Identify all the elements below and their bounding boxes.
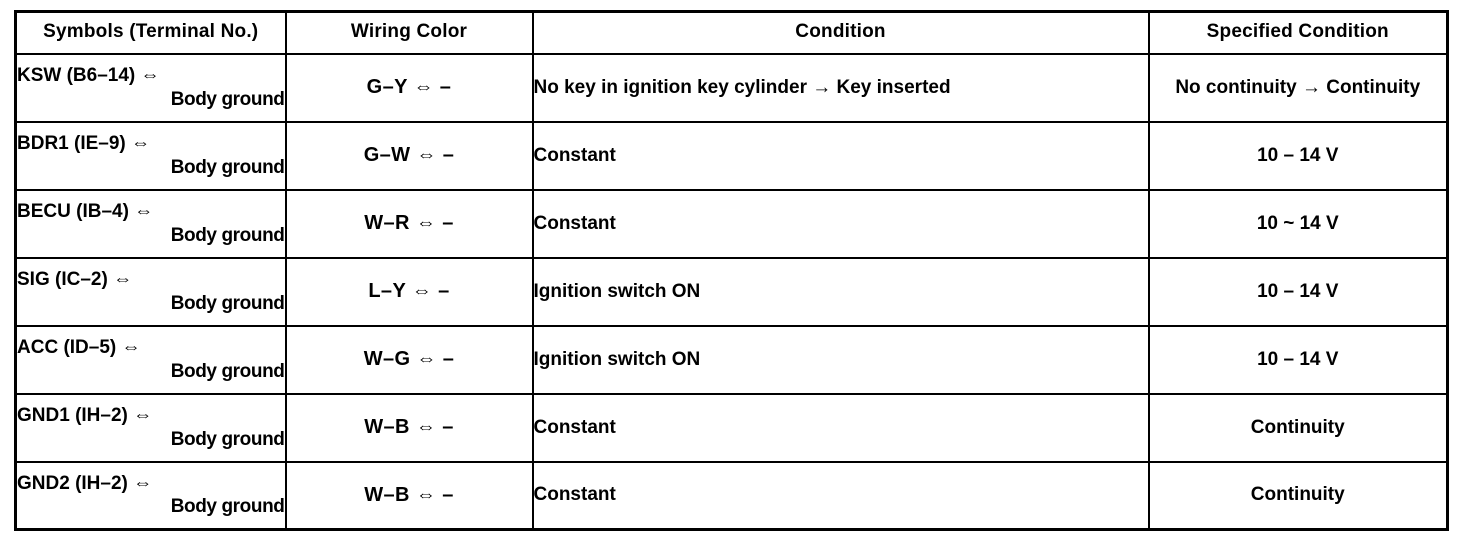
cell-specified-condition: 10 – 14 V <box>1147 324 1449 395</box>
cell-specified-condition: 10 ~ 14 V <box>1147 188 1449 259</box>
table-header: Symbols (Terminal No.) Wiring Color Cond… <box>14 10 1449 55</box>
cell-condition: Constant <box>531 392 1150 463</box>
cell-condition: No key in ignition key cylinder → Key in… <box>531 52 1150 123</box>
cell-specified-condition: Continuity <box>1147 392 1449 463</box>
cell-condition: Ignition switch ON <box>531 256 1150 327</box>
cell-symbol-terminal: BECU (IB–4) ⇔ Body ground <box>14 188 287 259</box>
header-row: Symbols (Terminal No.) Wiring Color Cond… <box>14 10 1449 55</box>
cell-specified-condition: 10 – 14 V <box>1147 120 1449 191</box>
symbol-ground-label: Body ground <box>170 224 285 246</box>
cell-wiring-color: W–B ⇔ – <box>284 392 534 463</box>
cell-condition: Constant <box>531 460 1150 531</box>
symbol-terminal-label: SIG (IC–2) ⇔ <box>17 269 133 291</box>
symbol-terminal-label: BDR1 (IE–9) ⇔ <box>17 133 151 155</box>
symbol-ground-label: Body ground <box>170 88 285 110</box>
cell-condition: Constant <box>531 188 1150 259</box>
cell-symbol-terminal: SIG (IC–2) ⇔ Body ground <box>14 256 287 327</box>
symbol-ground-label: Body ground <box>170 496 285 518</box>
cell-wiring-color: W–B ⇔ – <box>284 460 534 531</box>
symbol-terminal-label: BECU (IB–4) ⇔ <box>17 201 154 223</box>
cell-symbol-terminal: GND2 (IH–2) ⇔ Body ground <box>14 460 287 531</box>
cell-condition: Constant <box>531 120 1150 191</box>
cell-symbol-terminal: GND1 (IH–2) ⇔ Body ground <box>14 392 287 463</box>
column-header-wiring-color: Wiring Color <box>284 10 534 55</box>
terminal-inspection-table: Symbols (Terminal No.) Wiring Color Cond… <box>14 10 1449 531</box>
symbol-terminal-label: GND2 (IH–2) ⇔ <box>17 473 153 495</box>
symbol-ground-label: Body ground <box>170 360 285 382</box>
terminal-inspection-table-container: Symbols (Terminal No.) Wiring Color Cond… <box>14 10 1449 531</box>
cell-symbol-terminal: KSW (B6–14) ⇔ Body ground <box>14 52 287 123</box>
symbol-terminal-label: KSW (B6–14) ⇔ <box>17 65 160 87</box>
cell-wiring-color: G–Y ⇔ – <box>284 52 534 123</box>
cell-symbol-terminal: BDR1 (IE–9) ⇔ Body ground <box>14 120 287 191</box>
cell-symbol-terminal: ACC (ID–5) ⇔ Body ground <box>14 324 287 395</box>
symbol-ground-label: Body ground <box>170 156 285 178</box>
cell-specified-condition: 10 – 14 V <box>1147 256 1449 327</box>
symbol-terminal-label: ACC (ID–5) ⇔ <box>17 337 141 359</box>
cell-wiring-color: W–R ⇔ – <box>284 188 534 259</box>
cell-wiring-color: G–W ⇔ – <box>284 120 534 191</box>
symbol-ground-label: Body ground <box>170 428 285 450</box>
column-header-specified-condition: Specified Condition <box>1147 10 1449 55</box>
symbol-terminal-label: GND1 (IH–2) ⇔ <box>17 405 153 427</box>
cell-wiring-color: W–G ⇔ – <box>284 324 534 395</box>
column-header-condition: Condition <box>531 10 1150 55</box>
column-header-symbols: Symbols (Terminal No.) <box>14 10 287 55</box>
symbol-ground-label: Body ground <box>170 292 285 314</box>
cell-wiring-color: L–Y ⇔ – <box>284 256 534 327</box>
cell-specified-condition: No continuity → Continuity <box>1147 52 1449 123</box>
cell-specified-condition: Continuity <box>1147 460 1449 531</box>
cell-condition: Ignition switch ON <box>531 324 1150 395</box>
